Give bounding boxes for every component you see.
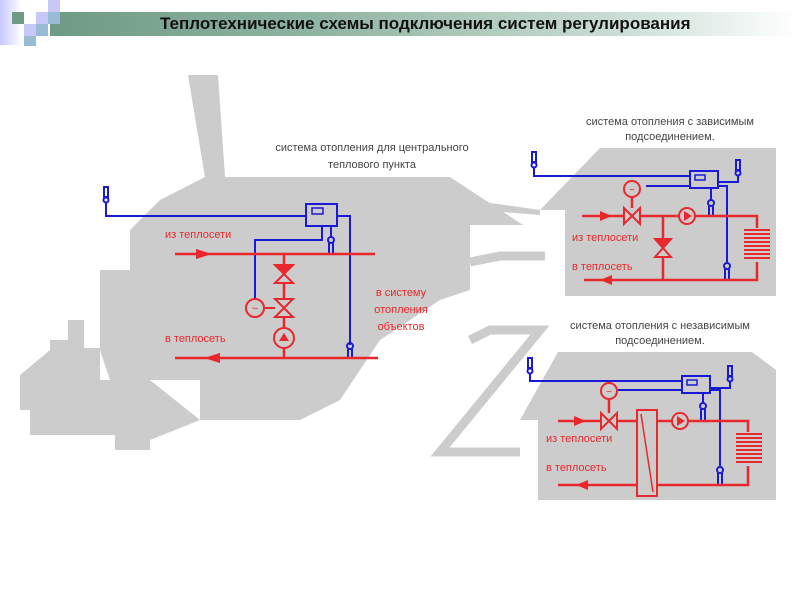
decor-square <box>0 0 22 45</box>
main-building-shape <box>100 75 523 420</box>
supply-arrow-icon <box>600 211 612 221</box>
decor-square <box>12 12 24 24</box>
independent-pipes <box>558 399 750 487</box>
independent-return-label: в теплосеть <box>546 462 607 474</box>
independent-control-lines <box>526 357 734 485</box>
independent-caption-line2: подсоединением. <box>615 335 705 347</box>
return-temp-sensor-icon <box>346 342 354 350</box>
independent-scheme: система отопления с независимым подсоеди… <box>526 320 762 497</box>
controller-box-icon <box>689 170 719 189</box>
supply-arrow-icon <box>196 249 212 259</box>
radiator-icon <box>744 229 770 259</box>
independent-supply-label: из теплосети <box>546 433 612 445</box>
connector-pipe-shape <box>430 325 550 457</box>
decor-square <box>48 12 60 24</box>
independent-caption-line1: система отопления с независимым <box>570 320 750 332</box>
outdoor-sensor-icon <box>531 151 537 163</box>
outdoor-sensor-icon <box>527 357 533 369</box>
dependent-control-lines <box>530 151 742 280</box>
central-supply-label: из теплосети <box>165 229 231 241</box>
dependent-caption-line1: система отопления с зависимым <box>586 116 754 128</box>
actuator-icon: ~ <box>245 298 265 318</box>
pump-icon <box>671 412 689 430</box>
outdoor-sensor-icon <box>103 186 109 198</box>
return-arrow-icon <box>204 353 220 363</box>
shutoff-valve-icon <box>272 264 296 284</box>
dependent-scheme: система отопления с зависимым подсоедине… <box>530 116 770 285</box>
outdoor-sensor-bulb-icon <box>102 196 110 204</box>
consumer-label-line2: отопления <box>374 304 428 316</box>
central-caption-line1: система отопления для центрального <box>275 142 468 154</box>
return-arrow-icon <box>600 275 612 285</box>
svg-text:~: ~ <box>252 303 258 315</box>
decor-square <box>36 12 48 24</box>
actuator-icon: ~ <box>623 180 641 198</box>
decor-square <box>24 24 36 36</box>
consumer-label-line3: объектов <box>378 321 425 333</box>
consumer-label-line1: в систему <box>376 287 427 299</box>
connector-pipe-shape <box>469 251 545 267</box>
dependent-supply-label: из теплосети <box>572 232 638 244</box>
decor-square <box>24 36 36 46</box>
title-band <box>50 12 800 36</box>
decor-square <box>36 24 48 36</box>
radiator-icon <box>736 433 762 463</box>
control-valve-icon <box>600 410 618 432</box>
actuator-icon: ~ <box>600 382 618 400</box>
decor-square <box>48 0 60 12</box>
pump-icon <box>273 327 295 349</box>
dependent-caption-line2: подсоединением. <box>625 131 715 143</box>
pump-icon <box>678 207 696 225</box>
central-caption-line2: теплового пункта <box>328 159 417 171</box>
central-return-label: в теплосеть <box>165 333 226 345</box>
heat-exchanger-diagonal <box>640 413 654 493</box>
page-title: Теплотехнические схемы подключения систе… <box>160 14 691 33</box>
svg-text:~: ~ <box>629 185 635 196</box>
control-valve-icon <box>623 205 641 227</box>
supply-temp-sensor-icon <box>327 236 335 244</box>
supply-arrow-icon <box>574 416 586 426</box>
dependent-return-label: в теплосеть <box>572 261 633 273</box>
return-arrow-icon <box>576 480 588 490</box>
side-building-shape <box>20 320 200 450</box>
central-scheme: система отопления для центрального тепло… <box>102 142 469 363</box>
bypass-valve-icon <box>652 238 674 258</box>
connector-pipe-shape <box>470 200 540 215</box>
controller-box-icon <box>681 375 711 394</box>
control-valve-icon <box>262 298 296 318</box>
central-control-lines <box>102 186 354 359</box>
svg-text:~: ~ <box>606 387 612 398</box>
